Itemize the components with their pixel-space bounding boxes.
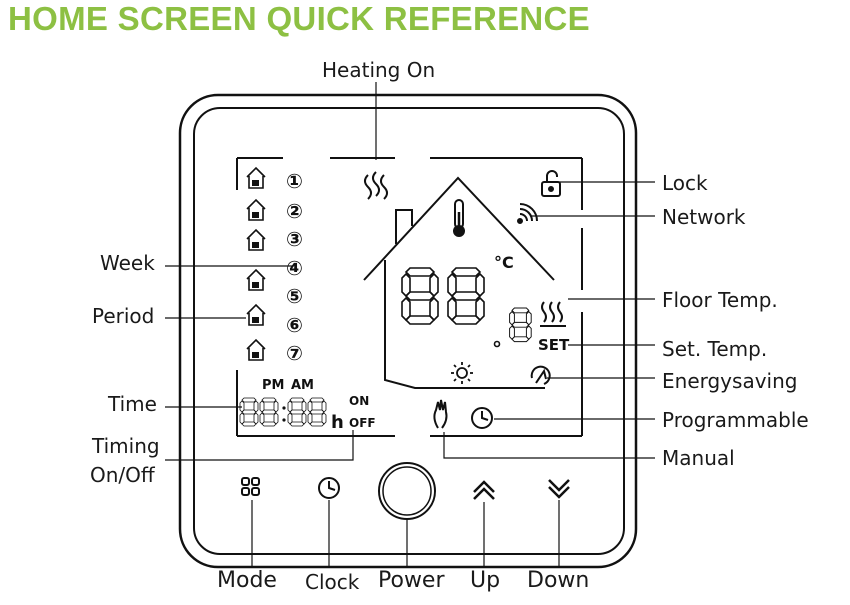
callout-heating-on: Heating On — [322, 58, 436, 82]
period-number: ⑦ — [286, 341, 303, 365]
callout-network: Network — [662, 205, 746, 229]
callout-lines — [165, 82, 655, 566]
energysaving-icon — [530, 365, 551, 385]
power-button[interactable] — [378, 462, 436, 520]
am-label: AM — [291, 378, 314, 393]
mode-grid-icon[interactable] — [241, 477, 260, 496]
button-label-down: Down — [527, 568, 590, 593]
off-label: OFF — [349, 416, 376, 430]
period-number: ② — [286, 199, 303, 223]
sun-icon — [451, 362, 473, 384]
button-label-clock: Clock — [305, 570, 360, 594]
callout-set-temp: Set. Temp. — [662, 337, 768, 361]
thermometer-icon — [453, 199, 465, 237]
period-number: ① — [286, 169, 303, 193]
device-outer-frame — [178, 93, 638, 569]
callout-lock: Lock — [662, 171, 708, 195]
period-number: ⑥ — [286, 313, 303, 337]
set-label: SET — [538, 336, 570, 354]
callout-energysaving: Energysaving — [662, 369, 798, 393]
callout-time: Time — [108, 392, 157, 416]
callout-programmable: Programmable — [662, 408, 809, 432]
period-number: ⑤ — [286, 284, 303, 308]
callout-timing-line1: Timing — [92, 434, 160, 458]
period-numbers: ① ② ③ ④ ⑤ ⑥ ⑦ — [286, 169, 303, 365]
callout-timing-line2: On/Off — [90, 463, 155, 487]
hand-icon — [433, 399, 448, 429]
callout-floor-temp: Floor Temp. — [662, 288, 778, 312]
hour-unit: h — [331, 412, 344, 433]
display-border — [236, 157, 583, 437]
temperature-digits: °C SET — [401, 253, 570, 354]
lock-icon — [541, 170, 561, 197]
device-inner-frame — [193, 107, 625, 555]
button-label-up: Up — [470, 568, 501, 593]
clock-button-icon[interactable] — [318, 477, 340, 499]
floor-heat-icon — [540, 301, 566, 327]
clock-icon — [471, 407, 493, 429]
button-label-power: Power — [378, 568, 445, 593]
callout-manual: Manual — [662, 446, 735, 470]
button-label-mode: Mode — [217, 568, 277, 593]
chevron-down-icon[interactable] — [548, 479, 570, 499]
heating-waves-icon — [364, 171, 388, 200]
chevron-up-icon[interactable] — [473, 480, 495, 500]
page-title: HOME SCREEN QUICK REFERENCE — [8, 0, 590, 37]
on-label: ON — [349, 394, 369, 408]
period-number: ④ — [286, 256, 303, 280]
callout-period: Period — [92, 304, 155, 328]
time-digits: PM AM h ON OFF — [239, 378, 376, 433]
period-number: ③ — [286, 227, 303, 251]
degree-unit: °C — [494, 253, 514, 272]
callout-week: Week — [100, 251, 155, 275]
pm-label: PM — [262, 378, 284, 393]
network-icon — [517, 203, 538, 224]
period-home-icons — [246, 167, 266, 361]
house-outline — [363, 176, 555, 389]
